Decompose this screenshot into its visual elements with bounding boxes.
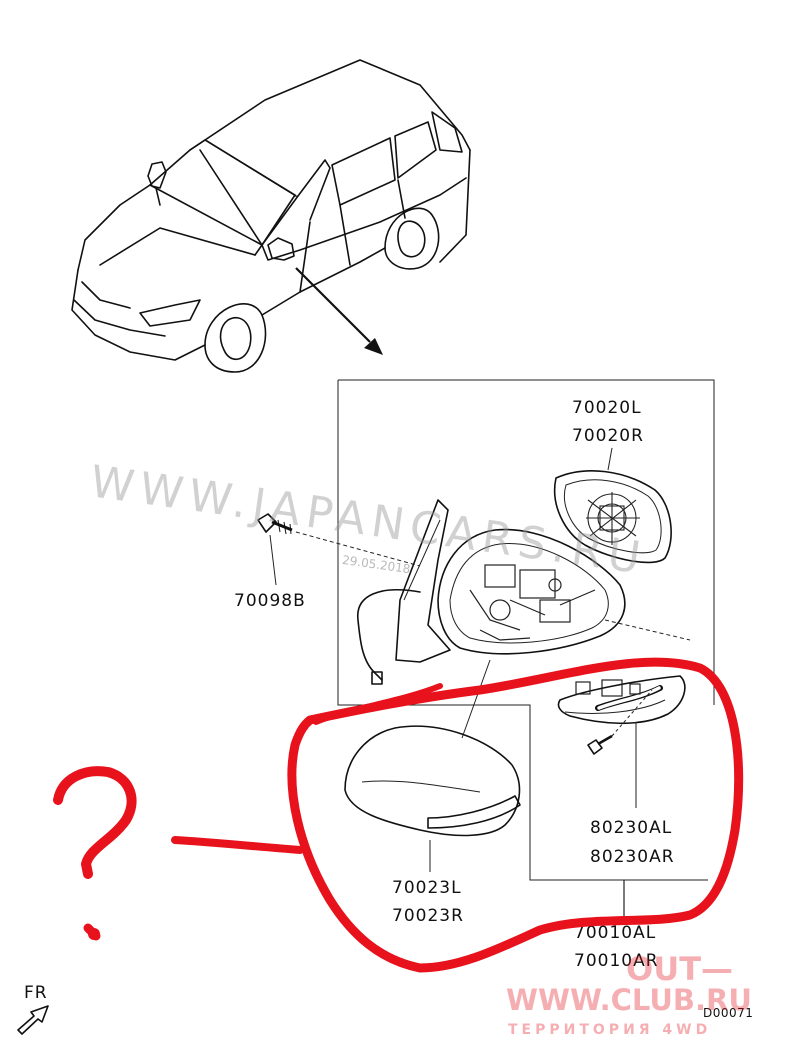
mirror-glass-part: 70020L 70020R — [553, 398, 672, 564]
vehicle-illustration — [71, 59, 471, 373]
direction-label: FR — [24, 983, 48, 1003]
watermark: WWW.JAPANCARS.RU 29.05.2018 — [87, 456, 649, 585]
red-annotation — [53, 657, 744, 973]
lamp-part-number-right: 80230AR — [590, 847, 675, 867]
question-mark-icon — [53, 766, 137, 879]
cover-part-number-right: 70023R — [392, 906, 464, 926]
cover-part-number-left: 70023L — [392, 878, 462, 898]
mirror-cover-part: 70023L 70023R — [344, 659, 521, 926]
diagram-code: D00071 — [703, 1006, 753, 1020]
exploded-view-frame — [337, 379, 715, 920]
glass-part-number-right: 70020R — [572, 426, 644, 446]
brand-watermark: OUT— WWW.CLUB.RU ТЕРРИТОРИЯ 4WD — [506, 950, 752, 1038]
front-direction-indicator: FR — [17, 983, 49, 1035]
screw-part: 70098B — [234, 513, 421, 611]
brand-line-3: ТЕРРИТОРИЯ 4WD — [508, 1022, 711, 1038]
screw-part-number: 70098B — [234, 591, 306, 611]
assembly-part-number-right: 70010AR — [574, 951, 659, 971]
turn-lamp-part: 80230AL 80230AR — [557, 675, 686, 867]
watermark-number: 29.05.2018 — [341, 553, 411, 576]
mirror-housing-part — [357, 499, 691, 685]
lamp-part-number-left: 80230AL — [590, 818, 672, 838]
glass-part-number-left: 70020L — [572, 398, 642, 418]
brand-line-2: WWW.CLUB.RU — [506, 983, 752, 1017]
assembly-part-number-left: 70010AL — [574, 923, 656, 943]
brand-line-1: OUT— — [626, 950, 733, 988]
leader-arrow — [295, 267, 383, 355]
arrow-icon — [17, 1005, 49, 1035]
